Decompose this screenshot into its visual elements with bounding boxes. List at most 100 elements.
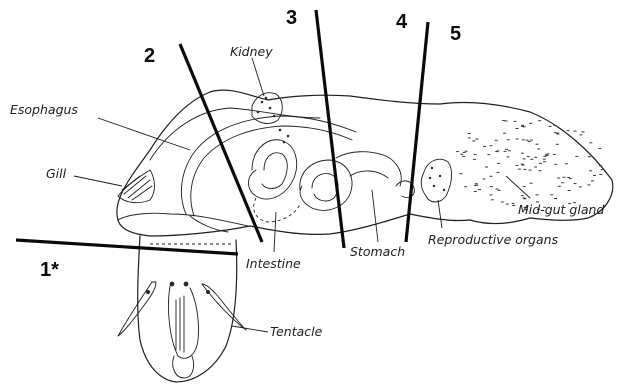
gland-stipple xyxy=(459,173,462,174)
section-number-5: 5 xyxy=(450,23,461,45)
gland-stipple xyxy=(527,156,530,157)
gland-stipple xyxy=(478,189,481,190)
gland-stipple xyxy=(474,154,477,155)
mid-gut-gland xyxy=(456,120,604,210)
gland-stipple xyxy=(474,191,477,192)
gland-stipple xyxy=(475,139,478,140)
kidney xyxy=(252,93,289,144)
section-number-4: 4 xyxy=(396,11,408,33)
gland-stipple xyxy=(460,154,463,155)
gland-stipple xyxy=(516,128,519,129)
label-gill: Gill xyxy=(46,166,67,181)
gland-stipple xyxy=(491,199,494,200)
gland-stipple xyxy=(487,154,490,155)
gland-stipple xyxy=(561,182,564,183)
gland-stipple xyxy=(473,159,476,160)
gland-stipple xyxy=(567,177,570,178)
gland-stipple xyxy=(543,161,546,162)
label-mid-gut-gland: Mid-gut gland xyxy=(518,202,604,217)
gland-stipple xyxy=(475,185,478,186)
gland-stipple xyxy=(468,133,471,134)
gland-stipple xyxy=(554,125,557,126)
gland-stipple xyxy=(512,203,515,204)
gland-stipple xyxy=(465,151,468,152)
gland-stipple xyxy=(529,123,532,124)
gland-stipple xyxy=(515,165,518,166)
label-esophagus: Esophagus xyxy=(10,102,78,117)
gland-stipple xyxy=(505,121,508,122)
leader-lines xyxy=(74,58,530,332)
gland-stipple xyxy=(483,146,486,147)
gland-stipple xyxy=(483,179,486,180)
label-kidney: Kidney xyxy=(230,44,273,59)
gland-stipple xyxy=(553,154,556,155)
gland-stipple xyxy=(543,159,546,160)
gland-stipple xyxy=(496,189,499,190)
gland-stipple xyxy=(497,163,500,164)
gland-stipple xyxy=(545,154,548,155)
section-number-1: 1* xyxy=(40,259,59,281)
gland-stipple xyxy=(505,149,508,150)
gland-stipple xyxy=(599,174,602,175)
gland-stipple xyxy=(557,178,560,179)
gland-stipple xyxy=(521,126,524,127)
gland-stipple xyxy=(567,130,570,131)
section-line-1 xyxy=(16,240,238,254)
gland-stipple xyxy=(512,205,515,206)
gland-stipple xyxy=(456,151,459,152)
gland-stipple xyxy=(523,198,526,199)
gill xyxy=(118,170,155,203)
gland-stipple xyxy=(554,198,557,199)
gland-stipple xyxy=(598,148,601,149)
gland-stipple xyxy=(490,176,493,177)
gland-stipple xyxy=(501,202,504,203)
gland-stipple xyxy=(575,156,578,157)
gland-stipple xyxy=(464,186,467,187)
intestine xyxy=(249,140,301,222)
gland-stipple xyxy=(574,183,577,184)
gland-stipple xyxy=(521,125,524,126)
gland-stipple xyxy=(463,152,466,153)
gland-stipple xyxy=(507,139,510,140)
gland-stipple xyxy=(580,134,583,135)
buccal-mass xyxy=(168,282,198,378)
gland-stipple xyxy=(468,137,471,138)
gland-stipple xyxy=(579,186,582,187)
gland-stipple xyxy=(530,140,533,141)
gland-stipple xyxy=(521,153,524,154)
gland-stipple xyxy=(574,131,577,132)
gland-stipple xyxy=(539,163,542,164)
gland-stipple xyxy=(582,131,585,132)
gland-stipple xyxy=(557,134,560,135)
label-reproductive-organs: Reproductive organs xyxy=(428,232,559,247)
gland-stipple xyxy=(522,165,525,166)
gland-stipple xyxy=(490,145,493,146)
gland-stipple xyxy=(495,140,498,141)
gland-stipple xyxy=(568,190,571,191)
gland-stipple xyxy=(503,133,506,134)
gland-stipple xyxy=(593,175,596,176)
gland-stipple xyxy=(462,156,465,157)
organ-labels: Kidney Esophagus Gill Intestine Stomach … xyxy=(10,44,604,339)
gland-stipple xyxy=(547,153,550,154)
section-line-4 xyxy=(406,22,428,242)
gland-stipple xyxy=(490,194,493,195)
gland-stipple xyxy=(537,148,540,149)
gland-stipple xyxy=(530,159,533,160)
gland-stipple xyxy=(554,132,557,133)
gland-stipple xyxy=(556,144,559,145)
gland-stipple xyxy=(507,156,510,157)
section-number-2: 2 xyxy=(144,45,155,67)
gland-stipple xyxy=(565,163,568,164)
gland-stipple xyxy=(523,186,526,187)
gland-stipple xyxy=(506,204,509,205)
gland-stipple xyxy=(591,180,594,181)
gland-stipple xyxy=(588,156,591,157)
gland-stipple xyxy=(522,139,525,140)
gland-stipple xyxy=(518,169,521,170)
gland-stipple xyxy=(521,195,524,196)
gland-stipple xyxy=(523,158,526,159)
gland-stipple xyxy=(490,186,493,187)
gland-stipple xyxy=(549,126,552,127)
gland-stipple xyxy=(472,140,475,141)
